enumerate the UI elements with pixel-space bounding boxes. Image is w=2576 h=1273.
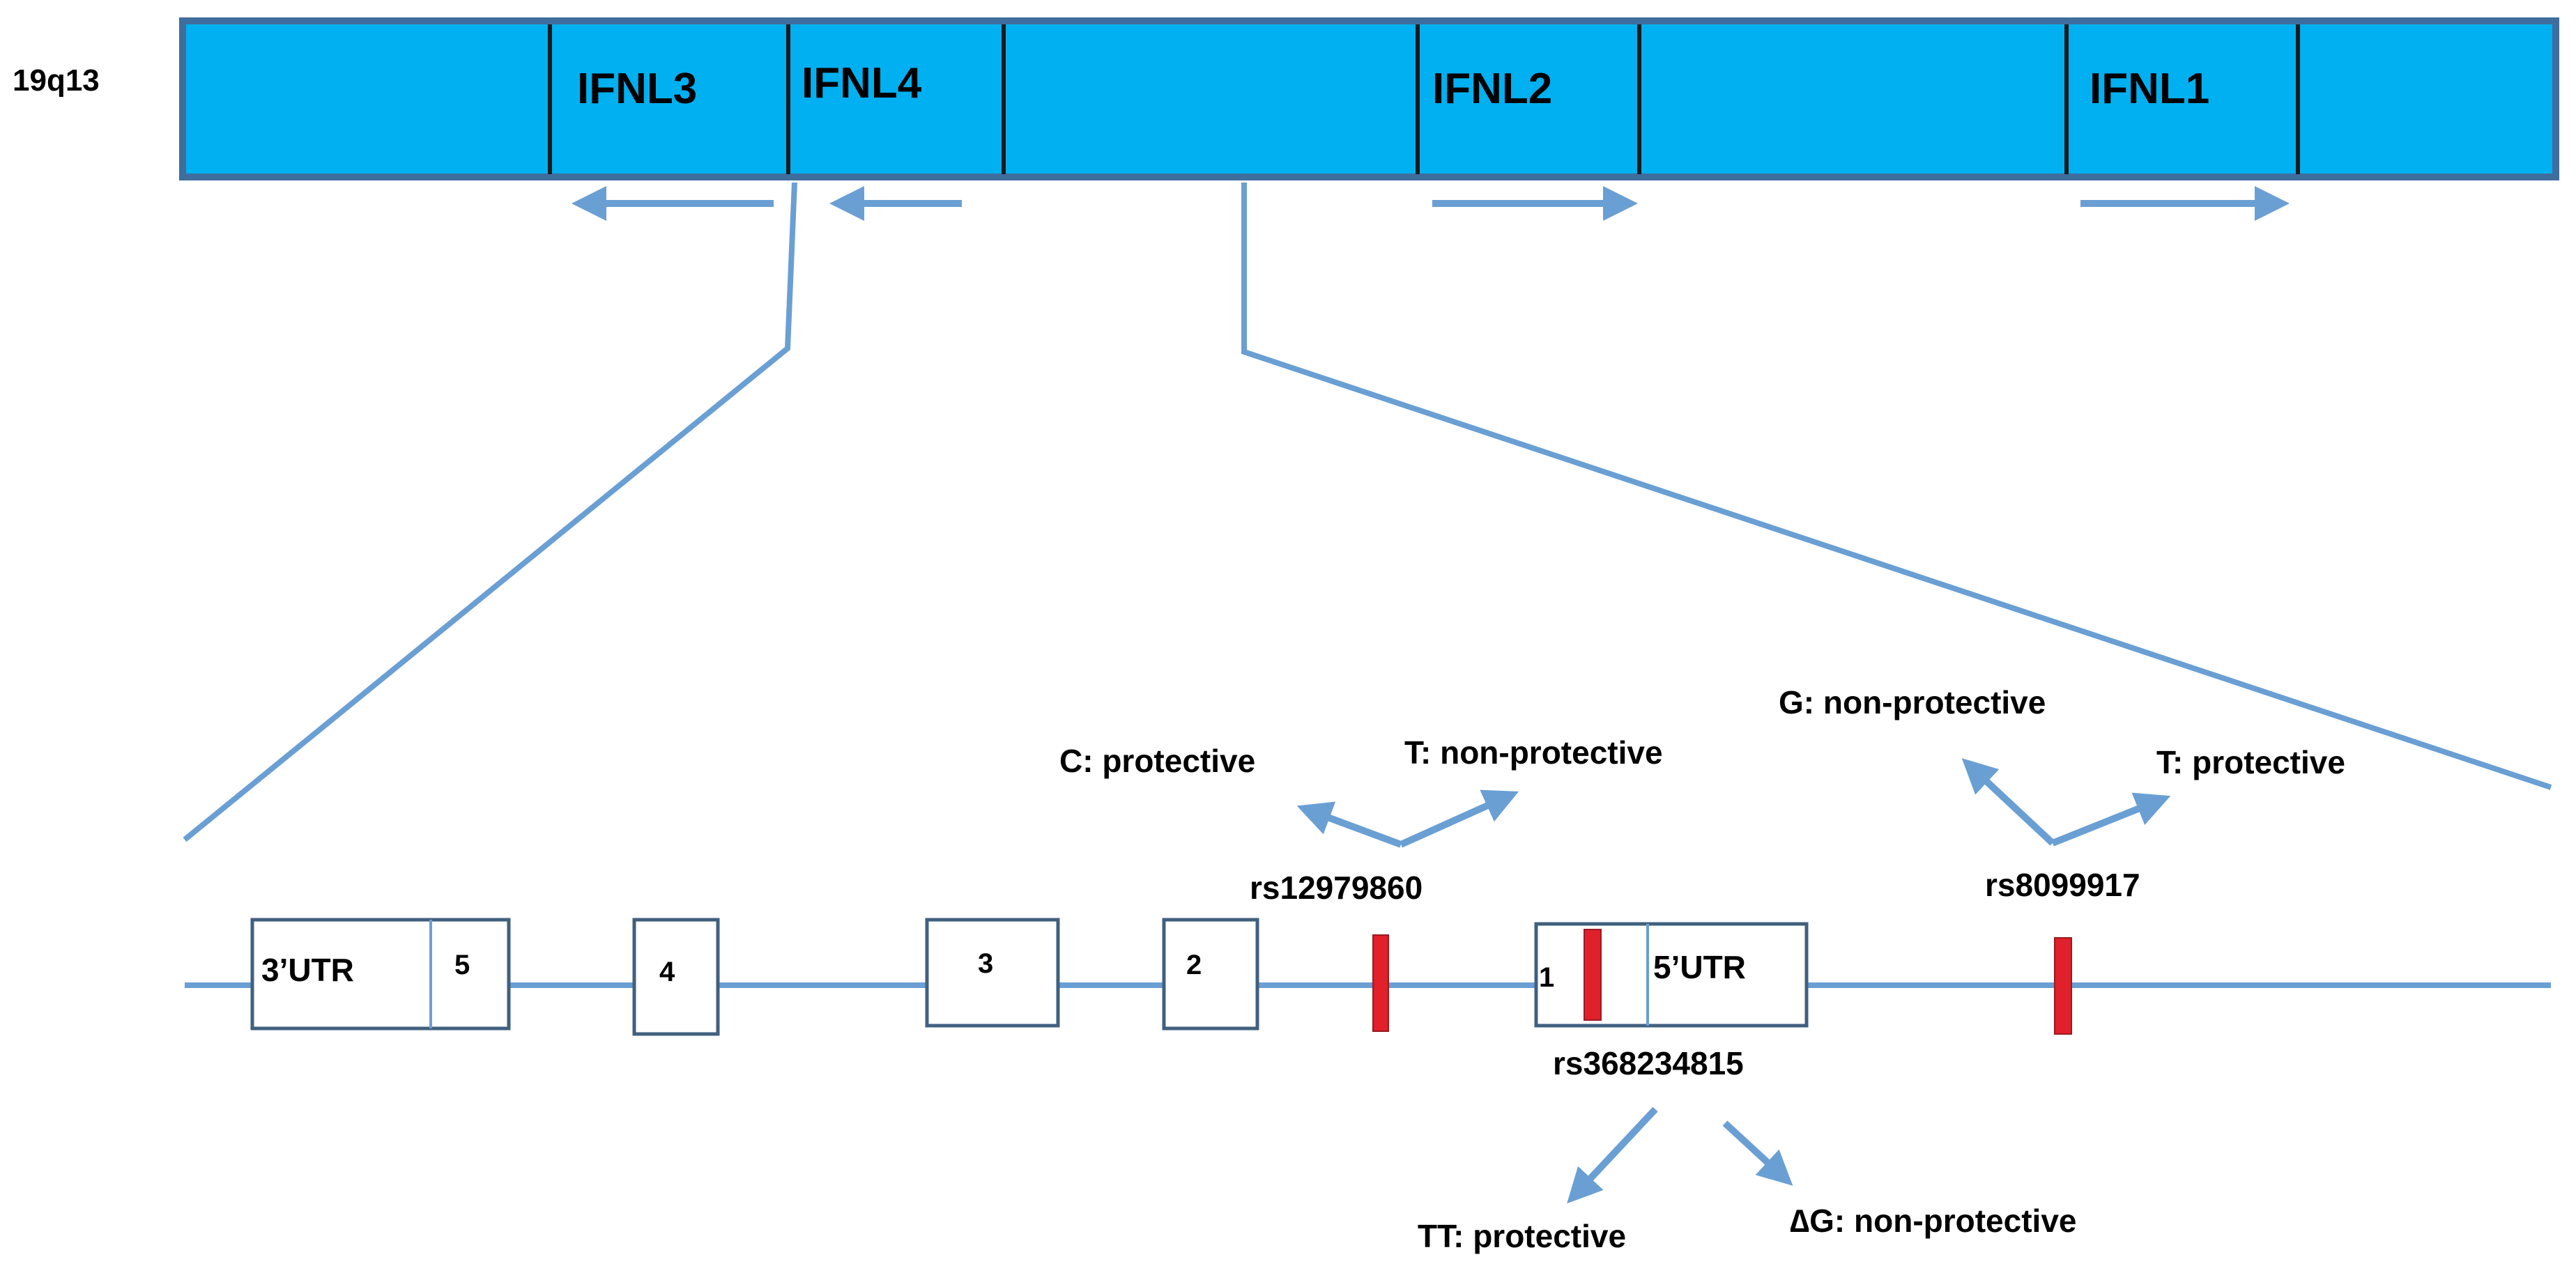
exon-1-label: 1: [1539, 962, 1554, 993]
allele-arrow-c: [1296, 801, 1402, 848]
allele-label-c-protective: C: protective: [1059, 743, 1255, 779]
exon-5: 3’UTR 5: [250, 918, 511, 1031]
gene-label-ifnl2: IFNL2: [1432, 65, 1552, 113]
allele-arrow-g: [1961, 758, 2055, 846]
exon-2-label: 2: [1186, 950, 1202, 980]
gene-label-ifnl1: IFNL1: [2090, 65, 2209, 113]
allele-label-t-protective: T: protective: [2156, 744, 2345, 780]
snp-label-rs8099917: rs8099917: [1985, 867, 2140, 903]
chromosome-band: 19q13 IFNL3 IFNL4 IFNL2 IFNL1: [13, 17, 2559, 221]
snp-rs368234815: rs368234815 TT: protective ∆G: non-prote…: [1418, 1045, 2076, 1254]
allele-arrow-tt: [1567, 1106, 1658, 1204]
allele-arrow-t: [1399, 789, 1519, 848]
exon-2-box: [1162, 918, 1259, 1031]
exon-5-label: 5: [454, 950, 470, 980]
gene-label-ifnl4: IFNL4: [802, 59, 922, 107]
exon-5-box: [250, 918, 511, 1031]
snp-marker-rs368234815: [1584, 929, 1602, 1021]
utr5-label: 5’UTR: [1653, 949, 1746, 985]
allele-arrow-t2: [2051, 792, 2171, 847]
snp-marker-rs8099917: [2054, 937, 2072, 1035]
zoom-line-right: [1241, 183, 2552, 790]
snp-label-rs368234815: rs368234815: [1553, 1045, 1744, 1081]
chromosome-bar: [179, 17, 2559, 180]
snp-rs8099917: rs8099917 G: non-protective T: protectiv…: [1779, 684, 2345, 903]
allele-label-t-non-protective: T: non-protective: [1404, 734, 1663, 771]
allele-label-tt-protective: TT: protective: [1418, 1218, 1626, 1254]
allele-label-delta-g-non-protective: ∆G: non-protective: [1790, 1203, 2076, 1239]
exon-4-label: 4: [659, 957, 675, 987]
exon-3-label: 3: [978, 948, 993, 979]
snp-marker-rs12979860: [1372, 934, 1389, 1032]
allele-label-g-non-protective: G: non-protective: [1779, 684, 2046, 720]
exon-1: 1 5’UTR: [1534, 922, 1809, 1028]
exon-4-box: [632, 918, 720, 1036]
exon-2: 2: [1162, 918, 1259, 1031]
gene-label-ifnl3: IFNL3: [577, 65, 697, 113]
gene-dividers: [548, 24, 2300, 174]
allele-arrow-delta-g: [1722, 1120, 1793, 1186]
exon-3-box: [925, 918, 1060, 1028]
exon-3: 3: [925, 918, 1060, 1028]
zoom-line-left: [183, 182, 797, 842]
band-label: 19q13: [13, 63, 100, 98]
snp-rs12979860: rs12979860 C: protective T: non-protecti…: [1059, 734, 1663, 906]
zoom-connectors: [183, 182, 2552, 842]
snp-label-rs12979860: rs12979860: [1250, 870, 1423, 906]
exon-1-box: [1534, 922, 1809, 1028]
utr3-label: 3’UTR: [261, 952, 354, 988]
gene-structure: 3’UTR 5 4 3 2 1 5’UTR: [185, 918, 2551, 1036]
exon-4: 4: [632, 918, 720, 1036]
